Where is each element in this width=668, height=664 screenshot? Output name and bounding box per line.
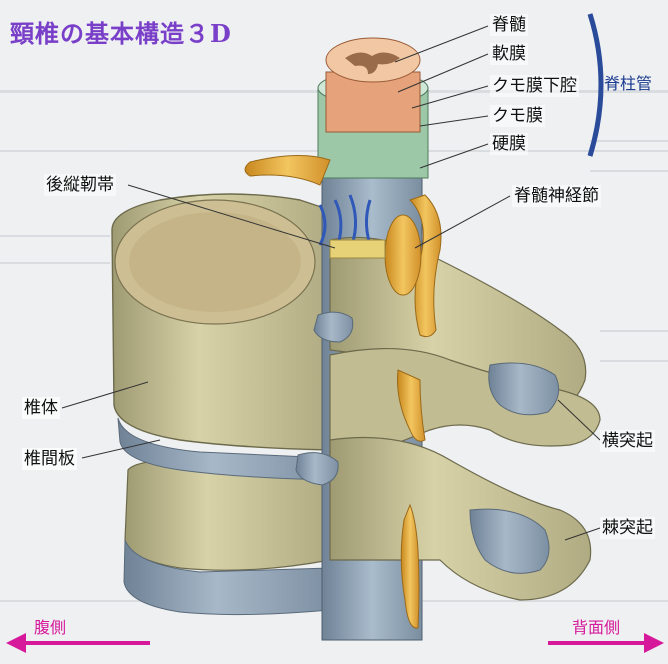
lower-facet-joint — [469, 508, 550, 574]
label-spinal-cord: 脊髄 — [490, 14, 528, 36]
label-arachnoid: クモ膜 — [490, 105, 545, 127]
label-spinal-canal: 脊柱管 — [604, 74, 653, 93]
leader-lines — [61, 25, 601, 541]
label-intervertebral-disc: 椎間板 — [22, 448, 77, 470]
spinal-canal-bracket — [587, 13, 604, 157]
label-dorsal: 背面側 — [572, 618, 621, 637]
label-posterior-longitudinal-ligament: 後縦靭帯 — [44, 174, 116, 196]
label-spinous-process: 棘突起 — [600, 517, 655, 539]
dorsal-arrow — [548, 633, 664, 653]
upper-facet-joint — [488, 362, 560, 416]
label-dura-mater: 硬膜 — [490, 133, 528, 155]
ventral-arrow — [6, 633, 150, 653]
label-subarachnoid-space: クモ膜下腔 — [490, 75, 579, 97]
upper-nerve-root-left — [244, 155, 331, 186]
gray-matter — [345, 52, 400, 74]
spinal-ganglion — [384, 214, 422, 296]
endplate-texture — [129, 212, 301, 312]
label-ventral: 腹側 — [34, 618, 67, 637]
label-transverse-process: 横突起 — [600, 430, 655, 452]
middle-nerve-root — [397, 369, 426, 442]
label-vertebral-body: 椎体 — [22, 397, 60, 419]
label-pia-mater: 軟膜 — [490, 43, 528, 65]
lower-transverse-foramen — [295, 452, 339, 486]
posterior-longitudinal-ligament — [329, 239, 386, 259]
spinal-ganglion-nerve — [409, 194, 442, 338]
label-spinal-ganglion: 脊髄神経節 — [512, 185, 601, 207]
diagram-title: 頸椎の基本構造３D — [10, 19, 232, 48]
lower-nerve-root — [400, 503, 420, 629]
lower-disc — [123, 539, 331, 616]
transverse-foramen — [313, 311, 354, 343]
